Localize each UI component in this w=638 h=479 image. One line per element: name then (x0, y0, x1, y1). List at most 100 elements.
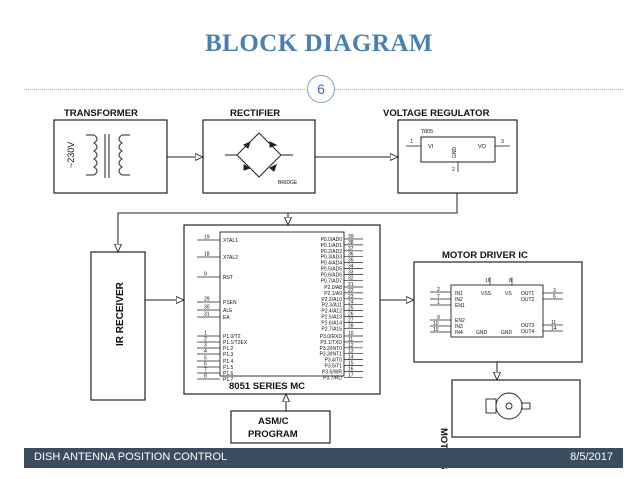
mcu-left-pins: 19XTAL118XTAL29RST29PSEN30ALE31EA1P1.0/T… (197, 235, 248, 383)
mcu-pin-name: P3.5/T1 (324, 364, 342, 370)
mcu-pin-name: EA (223, 315, 230, 321)
md-r11: 11 (551, 320, 556, 326)
footer-title: DISH ANTENNA POSITION CONTROL (34, 451, 228, 463)
md-out3: OUT3 (521, 323, 535, 329)
md-pin16: 16 (485, 278, 491, 284)
mcu-left-pin: 3P1.2 (197, 343, 234, 352)
mcu-pin-name: P3.2/INT0 (319, 346, 342, 352)
md-l2: 2 (437, 287, 440, 293)
mcu-pin-name: P3.6/WR (322, 369, 342, 375)
mcu-pin-number: 21 (348, 282, 354, 288)
regulator-gnd: GND (452, 147, 458, 159)
mcu-left-pin: 6P1.5 (197, 362, 234, 371)
mcu-pin-name: P1.7 (223, 377, 234, 383)
mcu-pin-number: 33 (348, 269, 354, 275)
mcu-pin-name: P2.5/A13 (321, 315, 342, 321)
mcu-pin-name: RST (223, 275, 233, 281)
mcu-pin-name: P3.7/RD (323, 375, 342, 381)
mcu-pin-number: 30 (204, 305, 210, 311)
mcu-pin-name: P1.1/T2EX (223, 340, 248, 346)
mcu-left-pin: 7P1.6 (197, 368, 234, 377)
md-out4: OUT4 (521, 329, 535, 335)
ir-receiver-label: IR RECEIVER (115, 281, 126, 346)
regulator-vo: VO (478, 144, 487, 150)
regulator-part: 7805 (421, 129, 433, 135)
md-l1: 1 (437, 300, 440, 306)
mcu-pin-number: 32 (348, 275, 354, 281)
md-r14: 14 (551, 326, 557, 332)
mcu-pin-number: 15 (348, 361, 354, 367)
bridge-label: BRIDGE (278, 180, 298, 186)
mcu-pin-number: 34 (348, 264, 354, 270)
mcu-pin-number: 26 (348, 312, 354, 318)
mcu-left-pin: 2P1.1/T2EX (197, 337, 248, 346)
mcu-pin-number: 27 (348, 317, 354, 323)
mcu-left-pin: 5P1.4 (197, 356, 234, 365)
title-divider-left (24, 89, 305, 90)
mcu-pin-number: 14 (348, 355, 354, 361)
mcu-pin-name: P0.4/AD4 (321, 261, 343, 267)
mcu-pin-number: 8 (204, 374, 207, 380)
mcu-pin-number: 4 (204, 349, 207, 355)
rectifier-label: RECTIFIER (230, 108, 280, 119)
regulator-pin2: 2 (452, 167, 455, 173)
motor-icon (485, 392, 531, 420)
motor-driver-block: MOTOR DRIVER IC 16 8 VSS VS IN1 IN2 EN1 … (413, 250, 583, 363)
mcu-pin-number: 28 (348, 323, 354, 329)
md-vs: VS (505, 291, 512, 297)
md-in4: IN4 (455, 330, 463, 336)
mcu-pin-number: 22 (348, 288, 354, 294)
md-l7: 7 (437, 294, 440, 300)
transformer-label: TRANSFORMER (64, 108, 138, 119)
footer-date: 8/5/2017 (570, 451, 613, 463)
mcu-pin-number: 7 (204, 368, 207, 374)
md-r3: 3 (553, 288, 556, 294)
mcu-pin-name: P2.2/A10 (321, 297, 342, 303)
md-l9: 9 (437, 315, 440, 321)
mcu-pin-number: 16 (348, 366, 354, 372)
mcu-pin-name: P1.4 (223, 359, 234, 365)
transformer-voltage: ~230V (66, 142, 76, 168)
md-l10: 10 (433, 321, 439, 327)
mcu-pin-name: P0.3/AD3 (321, 255, 343, 261)
mcu-pin-name: P2.6/A14 (321, 320, 342, 326)
md-en1: EN1 (455, 303, 465, 309)
md-gnd2: GND (501, 330, 513, 336)
md-pin8: 8 (509, 278, 512, 284)
md-out1: OUT1 (521, 291, 535, 297)
mcu-pin-name: P2.1/A9 (324, 291, 342, 297)
regulator-label: VOLTAGE REGULATOR (383, 108, 490, 119)
mcu-pin-name: P1.5 (223, 365, 234, 371)
md-r6: 6 (553, 294, 556, 300)
mcu-left-pin: 8P1.7 (197, 374, 234, 383)
mcu-pin-number: 13 (348, 349, 354, 355)
mcu-pin-name: P2.3/A11 (322, 303, 342, 309)
mcu-pin-number: 3 (204, 343, 207, 349)
transformer-coils-icon (86, 134, 130, 178)
md-l15: 15 (433, 327, 439, 333)
mcu-pin-name: P1.2 (223, 346, 234, 352)
mcu-pin-number: 35 (348, 258, 354, 264)
mcu-pin-name: P0.5/AD5 (321, 267, 343, 273)
mcu-pin-number: 29 (204, 297, 210, 303)
